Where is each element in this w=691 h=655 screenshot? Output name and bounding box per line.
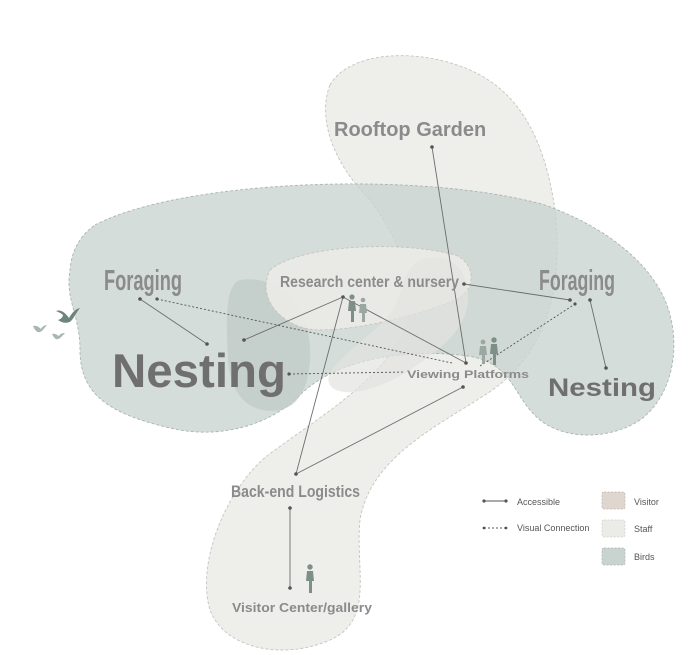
link-research-backend xyxy=(295,296,344,475)
link-backend-viewing xyxy=(295,386,464,475)
label-foraging-left: Foraging xyxy=(104,265,182,297)
person-icon xyxy=(348,294,356,322)
label-research-center: Research center & nursery xyxy=(280,274,459,291)
bird-icon xyxy=(56,308,80,323)
person-icon xyxy=(479,339,487,364)
person-icon xyxy=(490,337,498,365)
legend-label-birds: Birds xyxy=(634,552,655,562)
legend-label-accessible: Accessible xyxy=(517,497,560,507)
link-foraging-left-nesting xyxy=(139,298,208,345)
link-rooftop-viewing xyxy=(431,146,467,364)
visual-nodes xyxy=(155,297,577,376)
person-icon xyxy=(359,297,367,322)
connection-nodes xyxy=(138,145,608,590)
legend-label-visitor: Visitor xyxy=(634,497,659,507)
label-rooftop-garden: Rooftop Garden xyxy=(334,119,486,141)
legend-visitor: Visitor xyxy=(601,491,659,510)
legend-staff: Staff xyxy=(601,519,653,538)
link-foraging-right-nesting xyxy=(589,299,607,369)
visual-viewing-foraging-right xyxy=(479,303,576,367)
label-viewing-platforms: Viewing Platforms xyxy=(407,369,529,381)
label-foraging-right: Foraging xyxy=(539,265,615,297)
visual-nesting-viewing xyxy=(288,371,406,375)
person-icon xyxy=(306,564,314,593)
link-research-nesting-left xyxy=(243,296,344,341)
label-nesting-left: Nesting xyxy=(112,344,286,397)
label-back-end-logistics: Back-end Logistics xyxy=(231,482,360,501)
label-visitor-center: Visitor Center/gallery xyxy=(232,600,373,615)
legend-label-visual-connection: Visual Connection xyxy=(517,523,589,533)
visitor-overlap xyxy=(328,257,469,393)
visual-connections xyxy=(156,298,576,375)
legend-birds: Birds xyxy=(601,547,655,566)
legend-accessible: Accessible xyxy=(482,497,560,507)
legend-visual-connection: Visual Connection xyxy=(482,523,589,533)
label-nesting-right: Nesting xyxy=(548,374,656,402)
legend: Accessible Visual Connection Visitor Sta… xyxy=(482,491,659,566)
legend-label-staff: Staff xyxy=(634,524,653,534)
bird-icon xyxy=(52,333,65,340)
link-research-right xyxy=(463,283,571,301)
bird-icon xyxy=(33,325,47,333)
